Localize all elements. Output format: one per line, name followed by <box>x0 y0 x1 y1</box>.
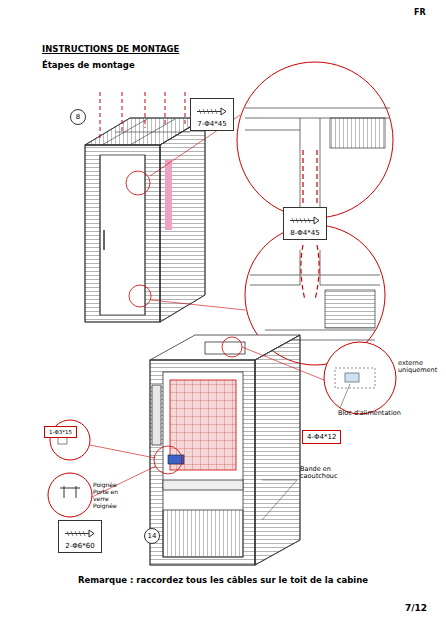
callout-number: 8 <box>70 109 86 125</box>
screw-spec-box: 1-Φ3*15 <box>44 426 77 438</box>
screw-icon <box>63 529 97 538</box>
label: Bande en caoutchouc <box>300 466 338 481</box>
label: Étapes de montage <box>42 61 135 71</box>
screw-spec-box: 7-Φ4*45 <box>190 98 234 131</box>
screw-spec: 1-Φ3*15 <box>49 429 72 435</box>
note: Remarque : raccordez tous les câbles sur… <box>0 576 446 586</box>
screw-spec: 7-Φ4*45 <box>195 120 229 128</box>
screw-spec-box: 2-Φ6*60 <box>58 520 102 553</box>
screw-icon <box>288 216 322 225</box>
screw-spec: 2-Φ6*60 <box>63 542 97 550</box>
label: 7/12 <box>405 603 427 613</box>
screw-spec: 8-Φ4*45 <box>288 229 322 237</box>
label: Bloc d'alimentation <box>338 410 401 417</box>
screw-icon <box>195 107 229 116</box>
screw-spec-box: 8-Φ4*45 <box>283 207 327 240</box>
label: externe uniquement <box>398 360 442 375</box>
callout-text: 14 <box>148 532 157 540</box>
label: Poignée Porte en verre Poignée <box>93 482 133 510</box>
page-title: INSTRUCTIONS DE MONTAGE <box>42 45 179 55</box>
screw-spec-box: 4-Φ4*12 <box>302 430 341 444</box>
label: FR <box>414 8 426 17</box>
callout-text: 8 <box>76 113 80 121</box>
screw-spec: 4-Φ4*12 <box>307 433 336 441</box>
